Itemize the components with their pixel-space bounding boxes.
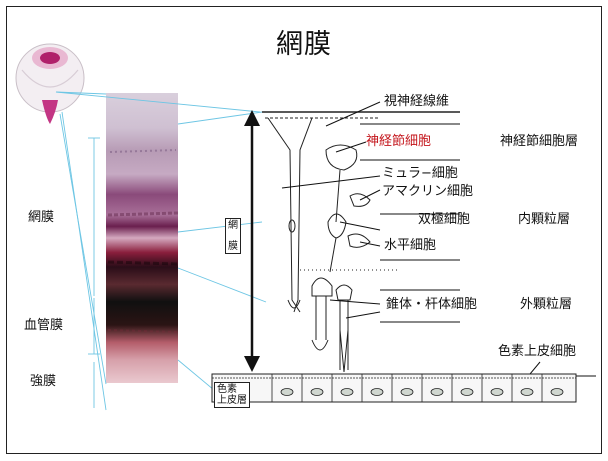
retina-bracket-label: 網 膜 <box>225 218 241 254</box>
retina-bracket-char-1: 網 <box>228 220 238 231</box>
slide-title: 網膜 <box>276 29 332 60</box>
histology-texture <box>107 149 179 333</box>
label-cone-rod-cell: 錐体・杆体細胞 <box>386 297 478 312</box>
label-muller-cell: ミュラ−細胞 <box>382 166 458 181</box>
retina-thickness-arrow <box>244 110 260 372</box>
label-outer-nuclear-layer: 外顆粒層 <box>520 297 573 312</box>
slide-frame <box>6 6 602 454</box>
label-sclera: 強膜 <box>30 374 57 389</box>
label-optic-nerve-fiber: 視神経線維 <box>384 94 450 109</box>
pigment-epithelium-row <box>211 373 577 403</box>
retina-bracket-char-2: 膜 <box>228 241 238 252</box>
label-retina: 網膜 <box>28 210 55 225</box>
label-horizontal-cell: 水平細胞 <box>384 238 437 253</box>
label-inner-nuclear-layer: 内顆粒層 <box>518 212 571 227</box>
histology-strip <box>106 93 178 383</box>
pigment-layer-line-2: 上皮層 <box>217 395 247 406</box>
label-choroid: 血管膜 <box>24 318 64 333</box>
label-ganglion-cell: 神経節細胞 <box>366 134 432 149</box>
label-amacrine-cell: アマクリン細胞 <box>382 184 474 199</box>
label-bipolar-cell: 双極細胞 <box>418 212 471 227</box>
range-arrows <box>88 137 100 408</box>
label-pigment-epithelial-cell: 色素上皮細胞 <box>498 344 577 359</box>
pigment-layer-box: 色素 上皮層 <box>214 382 250 408</box>
retina-schematic <box>262 111 460 373</box>
connector-lines <box>55 91 267 411</box>
pigment-layer-line-1: 色素 <box>217 384 237 395</box>
eye-icon <box>15 43 85 124</box>
label-ganglion-layer: 神経節細胞層 <box>500 134 579 149</box>
